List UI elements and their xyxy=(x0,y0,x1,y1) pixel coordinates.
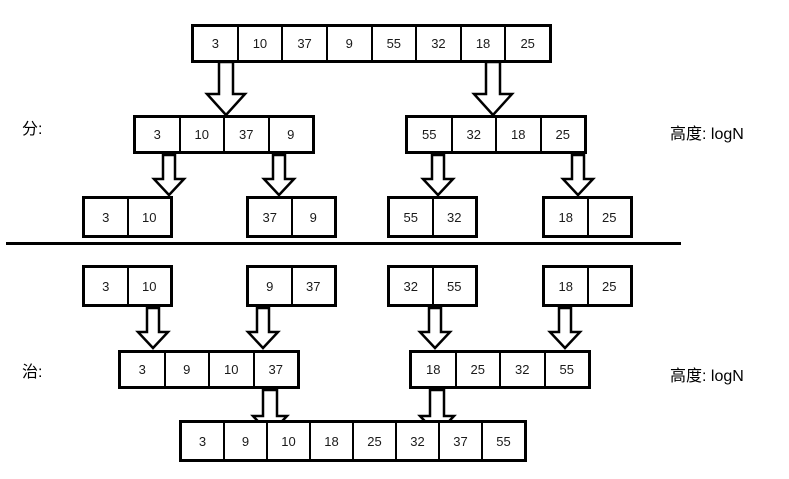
divide-level2-cell: 18 xyxy=(545,199,589,235)
divide-section-label: 分: xyxy=(22,121,43,138)
conquer-level0-cell: 32 xyxy=(390,268,434,304)
divide-level2-cell: 25 xyxy=(588,199,630,235)
divide-level2-cell: 37 xyxy=(249,199,293,235)
conquer-level1-cell: 18 xyxy=(412,353,457,386)
conquer-final-cell: 3 xyxy=(182,423,225,459)
divide-level1-cell: 37 xyxy=(225,118,270,151)
conquer-level0-cell: 3 xyxy=(85,268,129,304)
divide-level1-cell: 32 xyxy=(452,118,497,151)
conquer-final-cell: 18 xyxy=(311,423,354,459)
divide-level1-cell: 9 xyxy=(269,118,312,151)
conquer-level1-cell: 9 xyxy=(165,353,210,386)
divide-level2-cell: 3 xyxy=(85,199,129,235)
divide-level0-cell: 25 xyxy=(506,27,549,60)
conquer-level0-cell: 25 xyxy=(588,268,630,304)
block-arrow-down-icon xyxy=(151,153,187,197)
divide-level2-cell: 9 xyxy=(292,199,334,235)
conquer-height-label: 高度: logN xyxy=(670,368,744,385)
conquer-level0-cell: 10 xyxy=(128,268,170,304)
conquer-final-cell: 55 xyxy=(483,423,524,459)
conquer-level1-cell: 25 xyxy=(456,353,501,386)
section-divider xyxy=(6,242,681,245)
conquer-level1-cell: 32 xyxy=(501,353,546,386)
block-arrow-down-icon xyxy=(560,153,596,197)
divide-level1-cell: 18 xyxy=(497,118,542,151)
divide-level2-cell: 10 xyxy=(128,199,170,235)
divide-level1-cell: 55 xyxy=(408,118,453,151)
conquer-level0-cell: 9 xyxy=(249,268,293,304)
conquer-final-cell: 37 xyxy=(440,423,483,459)
conquer-level1-cell: 10 xyxy=(210,353,255,386)
conquer-level0-cell: 18 xyxy=(545,268,589,304)
conquer-level0-cell: 37 xyxy=(292,268,334,304)
block-arrow-down-icon xyxy=(135,306,171,350)
block-arrow-down-icon xyxy=(420,153,456,197)
conquer-final-cell: 9 xyxy=(225,423,268,459)
conquer-level1-cell: 37 xyxy=(254,353,297,386)
divide-level0-cell: 32 xyxy=(417,27,462,60)
divide-level0-cell: 37 xyxy=(283,27,328,60)
conquer-section-label: 治: xyxy=(22,364,43,381)
block-arrow-down-icon xyxy=(245,306,281,350)
divide-level1-cell: 10 xyxy=(180,118,225,151)
divide-level0-cell: 10 xyxy=(238,27,284,60)
divide-level1-cell: 3 xyxy=(136,118,181,151)
block-arrow-down-icon xyxy=(471,60,515,117)
divide-level0-cell: 3 xyxy=(194,27,239,60)
divide-level2-cell: 32 xyxy=(433,199,475,235)
block-arrow-down-icon xyxy=(204,60,248,117)
block-arrow-down-icon xyxy=(261,153,297,197)
divide-level0-cell: 9 xyxy=(327,27,373,60)
divide-height-label: 高度: logN xyxy=(670,126,744,143)
conquer-level1-cell: 55 xyxy=(545,353,588,386)
conquer-final-cell: 25 xyxy=(354,423,397,459)
conquer-final-cell: 10 xyxy=(268,423,311,459)
conquer-level1-cell: 3 xyxy=(121,353,166,386)
conquer-level0-cell: 55 xyxy=(433,268,475,304)
conquer-final-cell: 32 xyxy=(397,423,440,459)
divide-level0-cell: 18 xyxy=(461,27,507,60)
block-arrow-down-icon xyxy=(547,306,583,350)
divide-level0-cell: 55 xyxy=(372,27,418,60)
divide-level2-cell: 55 xyxy=(390,199,434,235)
divide-level1-cell: 25 xyxy=(541,118,584,151)
block-arrow-down-icon xyxy=(417,306,453,350)
